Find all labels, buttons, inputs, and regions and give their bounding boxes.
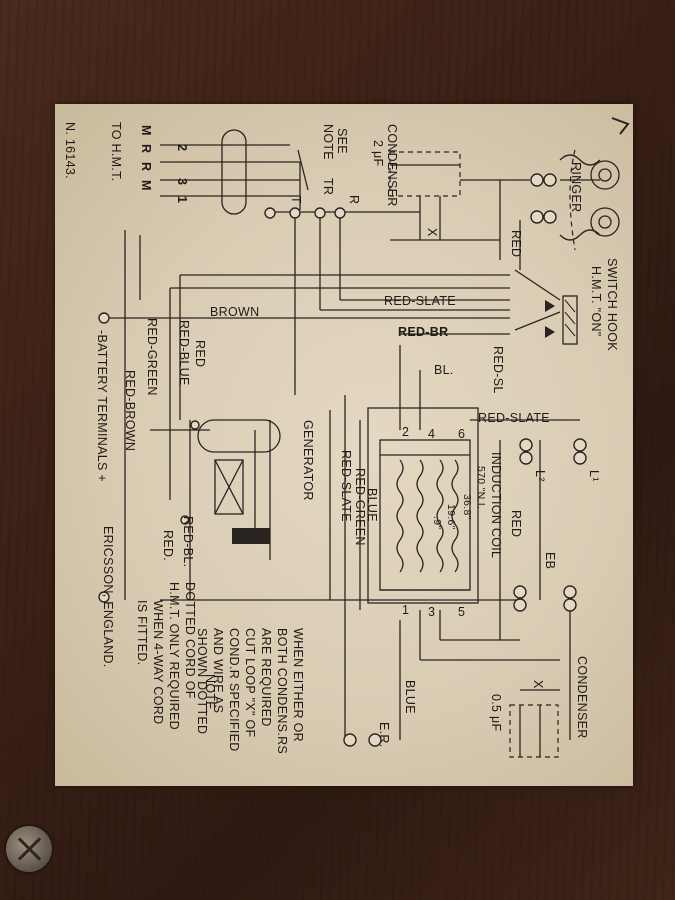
to-hmt-label: TO H.M.T.	[109, 122, 123, 181]
ohm-36-label: 36.8"	[461, 494, 473, 520]
bl-label: BL.	[434, 363, 454, 377]
r-label: R	[347, 195, 361, 204]
see-label: SEE	[335, 128, 349, 154]
condenser-top-label: CONDENSER	[385, 124, 399, 207]
coil-terminal-1: 1	[402, 603, 409, 617]
ringer-label: RINGER	[569, 162, 583, 212]
red-right-label: RED	[509, 510, 523, 537]
when-line-3: ARE REQUIRED	[259, 628, 273, 727]
coil-terminal-5: 5	[458, 605, 465, 619]
blue-bottom-label: BLUE	[403, 680, 417, 714]
when-line-1: WHEN EITHER OR	[291, 628, 305, 742]
ohm-570-label: 570 "N.I.	[475, 466, 487, 509]
er-label: E.R.	[377, 722, 391, 748]
battery-terminals-label: -BATTERY TERMINALS +	[95, 330, 109, 482]
induction-coil-label: INDUCTION COIL	[489, 452, 503, 558]
arrow-2-label: 2	[175, 144, 189, 151]
red-green-coil-label: RED-GREEN	[353, 468, 367, 546]
l1-label: L¹	[587, 470, 601, 482]
when-line-4: CUT LOOP "X" OF	[243, 628, 257, 738]
coil-terminal-2: 2	[402, 425, 409, 439]
red-short-label: RED.	[161, 530, 175, 561]
note-ref-label: NOTE	[321, 124, 335, 160]
when-line-7: SHOWN DOTTED	[195, 628, 209, 734]
x-top-label: X	[425, 228, 439, 237]
condenser-top-value: 2 μF	[371, 140, 385, 167]
note-line-3: WHEN 4-WAY CORD	[151, 600, 165, 724]
coil-terminal-3: 3	[428, 605, 435, 619]
cord-m2-label: M	[139, 180, 153, 191]
red-sl-label: RED-SL	[491, 346, 505, 394]
maker-label: ERICSSON, ENGLAND.	[101, 526, 115, 668]
arrow-1-label: 1	[175, 196, 189, 203]
brown-label: BROWN	[210, 305, 259, 319]
generator-label: GENERATOR	[301, 420, 315, 501]
note-title: NOTE.	[203, 674, 217, 714]
part-number: N. 16143.	[63, 122, 77, 179]
red-slate-coil-label: RED-SLATE	[339, 450, 353, 522]
red-green-label: RED-GREEN	[145, 318, 159, 396]
eb-label: EB	[543, 552, 557, 569]
wires	[100, 129, 600, 758]
red-slate-label-1: RED-SLATE	[384, 294, 456, 308]
condenser-bottom-label: CONDENSER	[575, 656, 589, 739]
red-br-label: RED-BR	[398, 325, 448, 339]
when-line-6: AND WIRE AS	[211, 628, 225, 713]
screw-icon	[6, 826, 52, 872]
terminals	[98, 173, 587, 747]
red-brown-label: RED-BROWN	[123, 370, 137, 451]
when-line-2: BOTH CONDENS.RS	[275, 628, 289, 754]
note-line-1: DOTTED CORD OF	[183, 582, 197, 699]
switch-hook-label: SWITCH HOOK	[605, 258, 619, 351]
blue-coil-label: BLUE	[365, 488, 379, 522]
cord-r2-label: R	[139, 162, 153, 171]
red-blue-label: RED-BLUE	[177, 320, 191, 386]
condenser-bottom-value: 0.5 μF	[489, 694, 503, 732]
t-label: T	[289, 196, 303, 204]
red-bl-label: RED-BL.	[181, 516, 195, 567]
ohm-9-label: .9"	[431, 516, 443, 529]
note-line-2: H.M.T. ONLY REQUIRED	[167, 582, 181, 730]
coil-terminal-6: 6	[458, 427, 465, 441]
red-top-label: RED	[509, 230, 523, 257]
red-label: RED	[193, 340, 207, 367]
l2-label: L²	[533, 470, 547, 482]
coil-terminal-4: 4	[428, 427, 435, 441]
when-line-5: COND.R SPECIFIED	[227, 628, 241, 752]
cord-m1-label: M	[139, 125, 153, 136]
red-slate-label-2: RED-SLATE	[478, 411, 550, 425]
arrow-3-label: 3	[175, 178, 189, 185]
tr-label: TR	[321, 178, 335, 195]
hmt-on-label: H.M.T. "ON"	[589, 266, 603, 337]
note-line-4: IS FITTED.	[135, 600, 149, 666]
ringer-coils	[559, 149, 620, 251]
labels: N. 16143. TO H.M.T. M R R M 2 3 1 SEE NO…	[63, 122, 619, 754]
ohm-19-label: 19.6"	[445, 504, 457, 530]
cord-r1-label: R	[139, 144, 153, 153]
x-bottom-label: X	[531, 680, 545, 689]
